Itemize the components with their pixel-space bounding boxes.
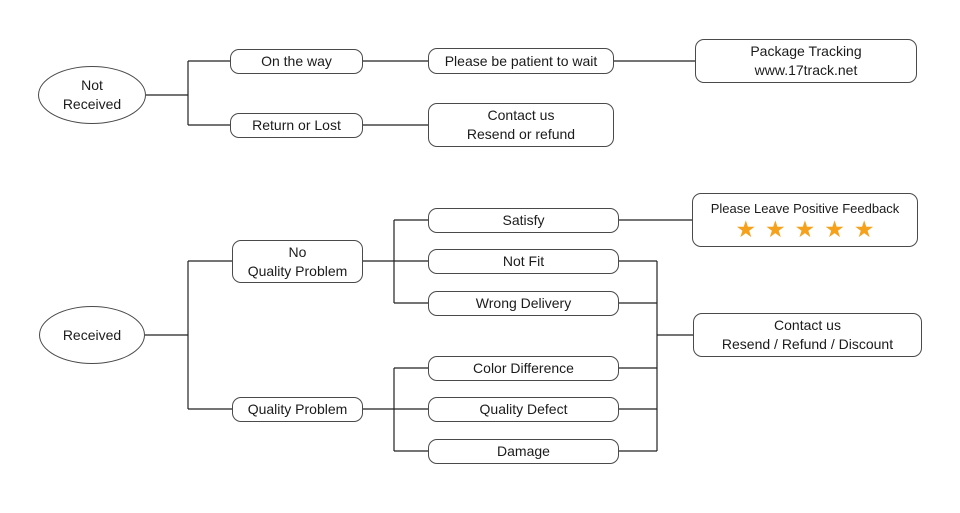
node-damage: Damage [428,439,619,464]
node-label: Resend or refund [466,126,576,142]
node-label: Please Leave Positive Feedback [710,201,900,216]
node-on-the-way: On the way [230,49,363,74]
node-label: Quality Problem [247,262,348,279]
node-contact-resend-refund-discount: Contact us Resend / Refund / Discount [693,313,922,357]
node-label: Contact us [487,107,555,123]
node-not-received: Not Received [38,66,146,124]
node-package-tracking: Package Tracking www.17track.net [695,39,917,83]
node-label: On the way [261,53,332,69]
node-label: Package Tracking [750,43,862,59]
node-label: Quality Defect [479,401,568,417]
node-label: Return or Lost [252,117,341,133]
node-label: Please be patient to wait [444,52,598,69]
node-quality-problem: Quality Problem [232,397,363,422]
node-positive-feedback: Please Leave Positive Feedback ★★★★★ [692,193,918,247]
node-label: Received [62,96,122,112]
node-label: Quality Problem [247,401,348,417]
node-label: Wrong Delivery [475,295,572,311]
node-no-quality-problem: No Quality Problem [232,240,363,283]
node-contact-resend-refund: Contact us Resend or refund [428,103,614,147]
node-label: Color Difference [473,360,574,376]
star-rating-icons: ★★★★★ [735,216,884,242]
node-label: Contact us [774,317,841,333]
node-color-difference: Color Difference [428,356,619,381]
node-wrong-delivery: Wrong Delivery [428,291,619,316]
node-return-or-lost: Return or Lost [230,113,363,138]
node-label: No [288,243,307,260]
node-label: Not [81,77,103,93]
node-received: Received [39,306,145,364]
node-quality-defect: Quality Defect [428,397,619,422]
node-please-be-patient: Please be patient to wait [428,48,614,74]
node-label: Resend / Refund / Discount [721,336,894,352]
node-satisfy: Satisfy [428,208,619,233]
node-label: Satisfy [502,212,545,228]
node-not-fit: Not Fit [428,249,619,274]
tracking-url: www.17track.net [754,62,858,78]
node-label: Not Fit [502,253,545,269]
node-label: Received [62,326,122,343]
node-label: Damage [497,443,550,459]
